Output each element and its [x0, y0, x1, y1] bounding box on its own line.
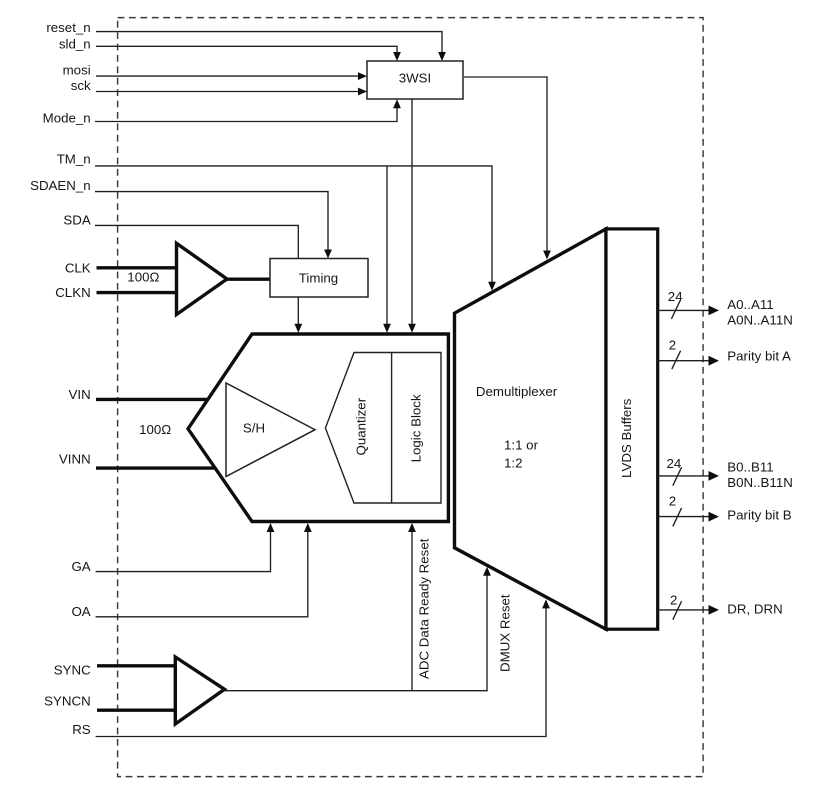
svg-text:RS: RS [72, 722, 91, 737]
svg-text:2: 2 [670, 593, 677, 608]
svg-text:CLKN: CLKN [55, 285, 90, 300]
svg-text:ADC Data Ready Reset: ADC Data Ready Reset [417, 538, 432, 679]
svg-text:1:1 or: 1:1 or [504, 438, 539, 453]
svg-text:Quantizer: Quantizer [353, 397, 368, 455]
svg-text:2: 2 [669, 494, 676, 509]
svg-text:Mode_n: Mode_n [43, 110, 91, 125]
svg-text:TM_n: TM_n [57, 152, 91, 167]
svg-text:Demultiplexer: Demultiplexer [476, 384, 558, 399]
svg-text:VINN: VINN [59, 452, 91, 467]
svg-text:Parity bit A: Parity bit A [727, 349, 791, 364]
svg-text:LVDS Buffers: LVDS Buffers [619, 398, 634, 478]
svg-text:S/H: S/H [243, 421, 265, 436]
svg-text:B0..B11: B0..B11 [727, 460, 773, 475]
svg-text:A0..A11: A0..A11 [727, 297, 773, 312]
svg-text:100Ω: 100Ω [127, 270, 159, 285]
svg-text:3WSI: 3WSI [399, 71, 432, 86]
svg-text:1:2: 1:2 [504, 456, 523, 471]
svg-text:DMUX Reset: DMUX Reset [497, 594, 512, 672]
svg-text:24: 24 [667, 456, 682, 471]
svg-text:Logic Block: Logic Block [408, 394, 423, 462]
svg-text:100Ω: 100Ω [139, 422, 171, 437]
svg-text:mosi: mosi [63, 62, 91, 77]
svg-text:24: 24 [668, 289, 683, 304]
svg-text:2: 2 [669, 337, 676, 352]
svg-text:B0N..B11N: B0N..B11N [727, 475, 793, 490]
svg-text:Parity bit B: Parity bit B [727, 508, 791, 523]
svg-text:Timing: Timing [299, 271, 338, 286]
svg-text:SYNCN: SYNCN [44, 693, 91, 708]
svg-text:sld_n: sld_n [59, 37, 91, 52]
svg-text:OA: OA [71, 604, 90, 619]
svg-text:SDA: SDA [63, 212, 90, 227]
svg-text:SDAEN_n: SDAEN_n [30, 178, 91, 193]
svg-text:DR, DRN: DR, DRN [727, 602, 782, 617]
svg-text:sck: sck [71, 78, 91, 93]
svg-text:SYNC: SYNC [54, 663, 91, 678]
svg-text:VIN: VIN [69, 387, 91, 402]
svg-text:A0N..A11N: A0N..A11N [727, 313, 793, 328]
svg-text:GA: GA [71, 559, 90, 574]
svg-text:reset_n: reset_n [46, 20, 90, 35]
svg-text:CLK: CLK [65, 261, 91, 276]
